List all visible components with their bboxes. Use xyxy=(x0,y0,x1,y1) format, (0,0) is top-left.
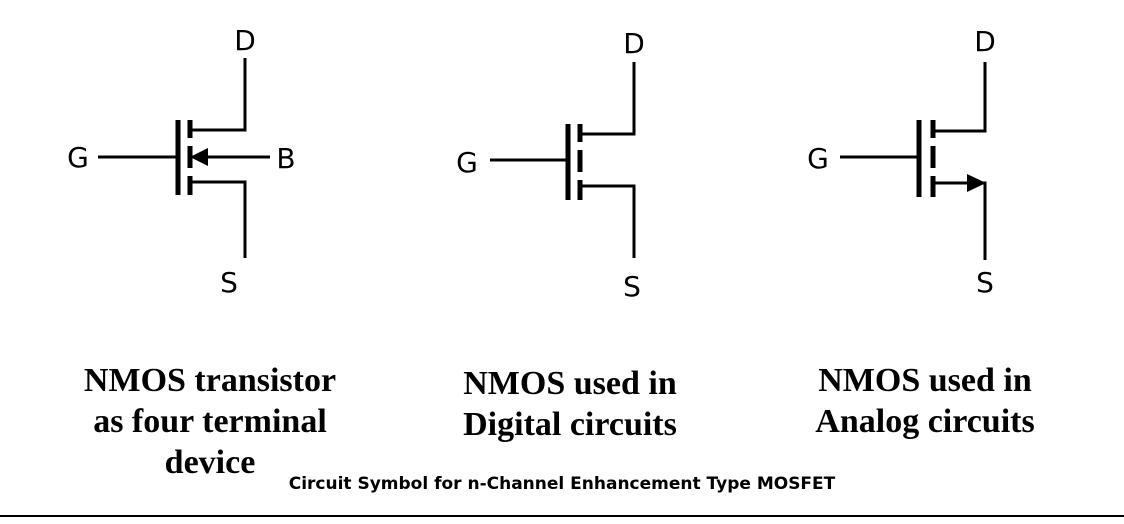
caption-line: NMOS transistor xyxy=(83,362,337,399)
nmos-analog-symbol xyxy=(840,62,987,260)
drain-label: D xyxy=(234,24,256,57)
source-lead xyxy=(582,184,636,258)
drain-label: D xyxy=(623,27,645,60)
caption-analog: NMOS used in Analog circuits xyxy=(755,360,1095,442)
drain-lead xyxy=(935,62,987,133)
body-label: B xyxy=(276,142,295,175)
source-lead xyxy=(192,180,247,258)
nmos-four-terminal-symbol xyxy=(98,58,270,258)
gate-label: G xyxy=(67,141,89,174)
caption-line: device xyxy=(164,444,256,481)
bottom-rule xyxy=(0,515,1124,517)
drain-lead xyxy=(582,62,636,136)
caption-line: Digital circuits xyxy=(463,406,677,443)
gate-label: G xyxy=(807,142,829,175)
source-label: S xyxy=(623,270,641,303)
source-arrow-icon xyxy=(967,174,986,192)
caption-line: NMOS used in xyxy=(463,365,677,402)
source-lead xyxy=(935,181,987,260)
caption-digital: NMOS used in Digital circuits xyxy=(400,363,740,445)
drain-lead xyxy=(192,58,247,132)
caption-line: as four terminal xyxy=(93,403,327,440)
body-arrow-icon xyxy=(190,148,208,166)
source-label: S xyxy=(976,266,994,299)
gate-label: G xyxy=(456,146,478,179)
nmos-digital-symbol xyxy=(490,62,636,258)
caption-line: Analog circuits xyxy=(815,403,1035,440)
caption-four-terminal: NMOS transistor as four terminal device xyxy=(20,360,400,483)
drain-label: D xyxy=(974,25,996,58)
caption-line: NMOS used in xyxy=(818,362,1032,399)
source-label: S xyxy=(220,266,238,299)
figure-title: Circuit Symbol for n-Channel Enhancement… xyxy=(288,474,836,494)
